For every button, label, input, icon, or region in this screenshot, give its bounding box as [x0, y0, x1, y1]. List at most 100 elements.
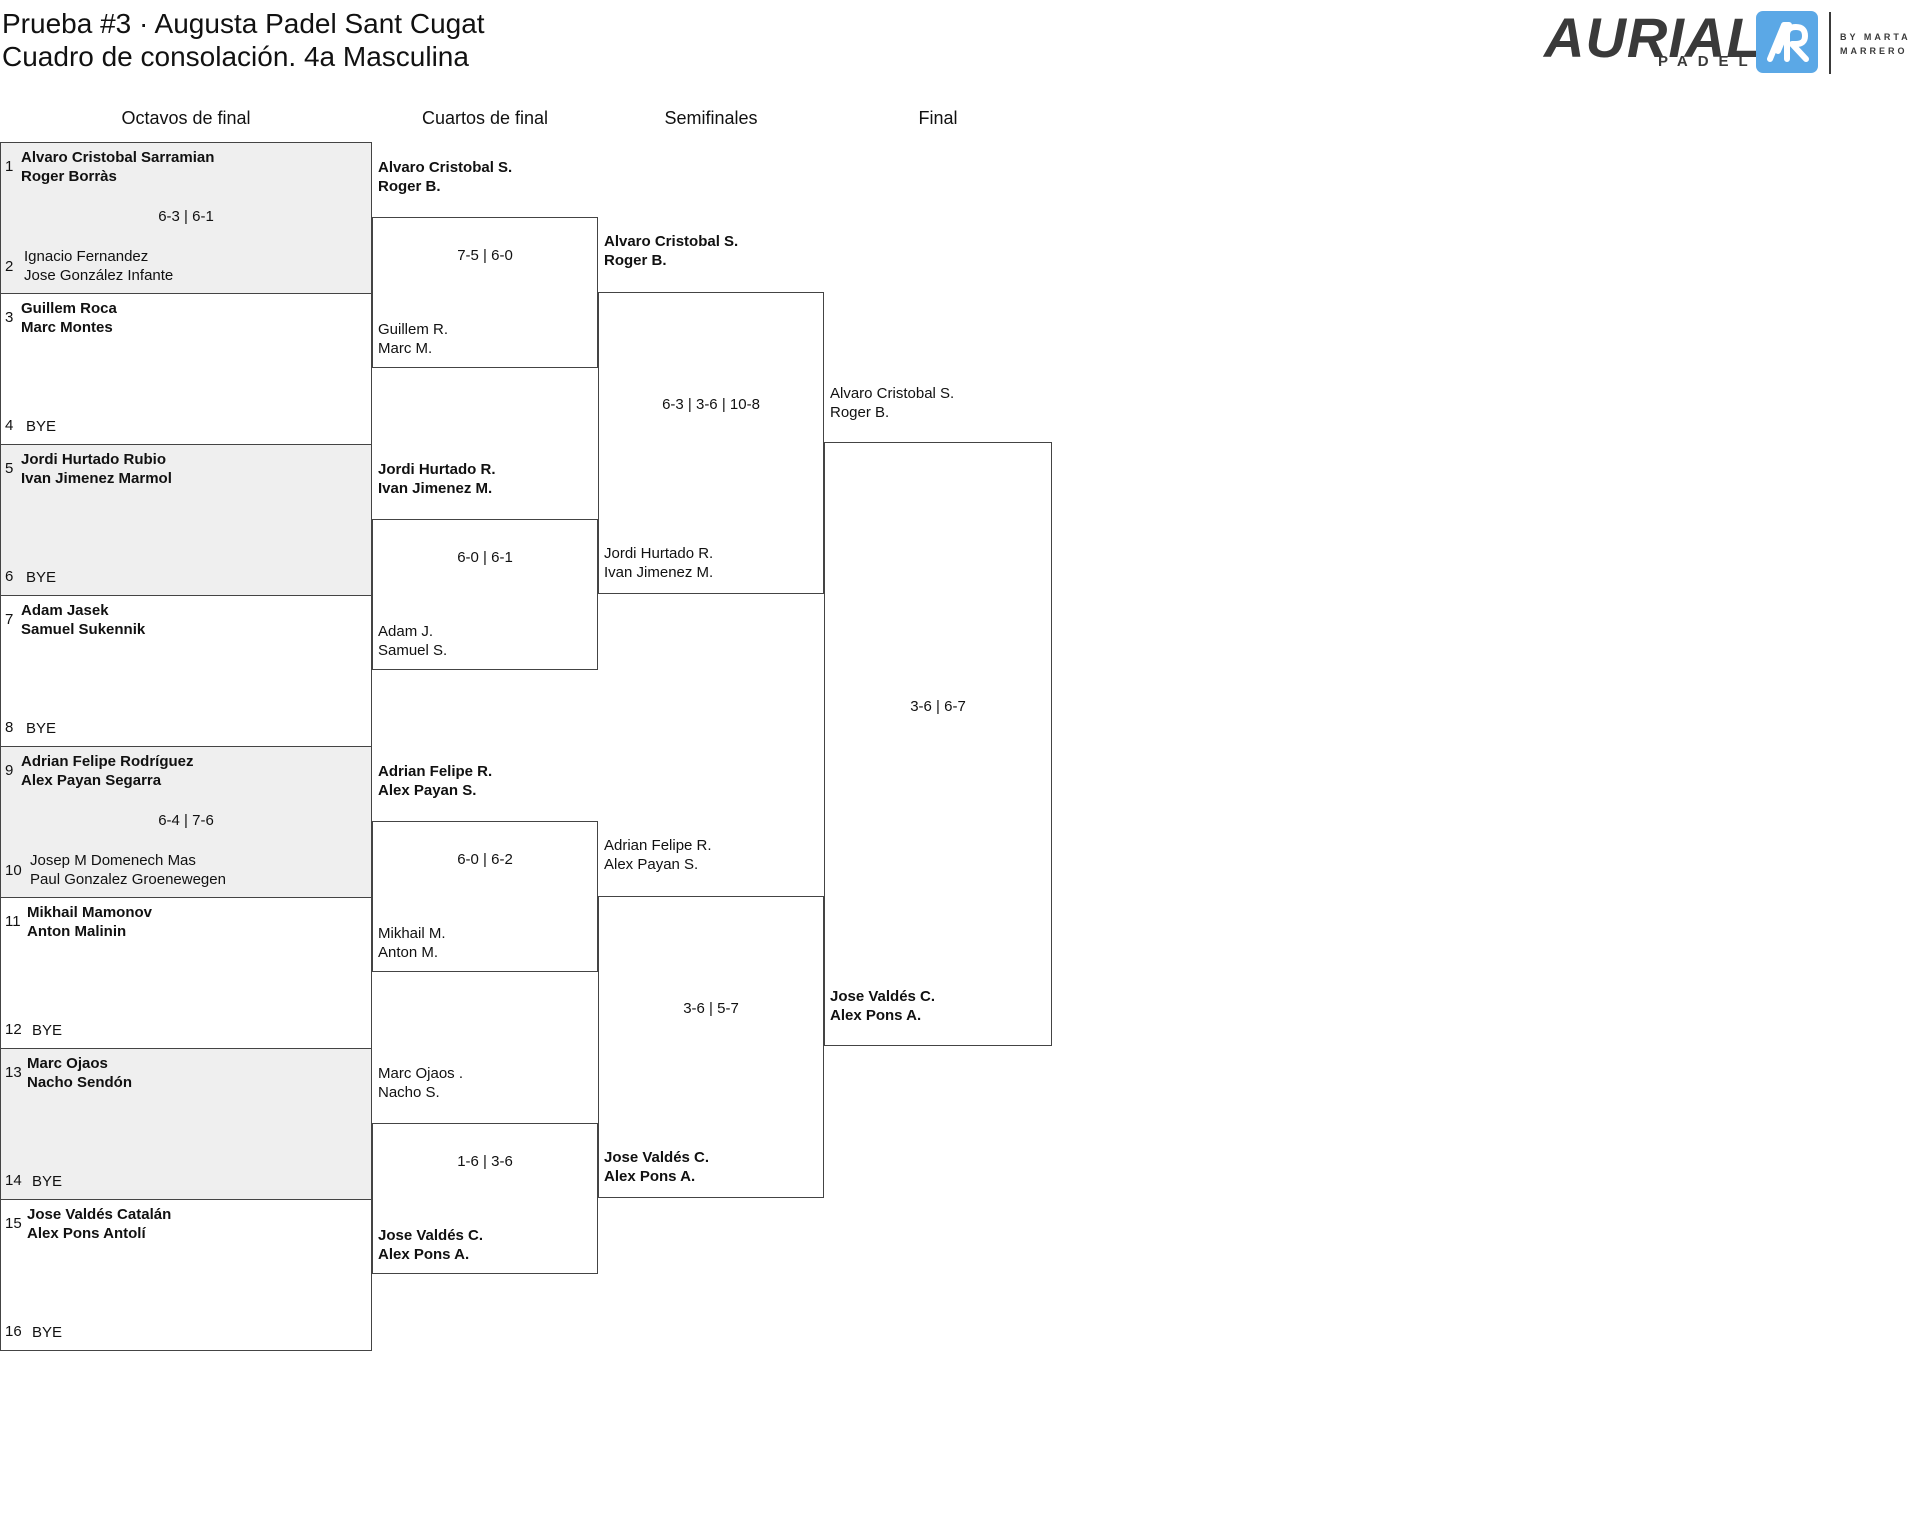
- player-name: Jose Valdés C.: [378, 1227, 484, 1244]
- player-name: Alex Pons A.: [830, 1007, 922, 1024]
- seed-number: 7: [5, 611, 14, 628]
- pair-a: Adrian Felipe R. Alex Payan S.: [604, 836, 712, 874]
- player-name: Anton Malinin: [27, 923, 127, 940]
- seed-number: 3: [5, 309, 14, 326]
- round-header-qf: Cuartos de final: [421, 108, 549, 128]
- player-name: Marc M.: [378, 340, 433, 357]
- player-name: Marc Ojaos: [27, 1055, 108, 1072]
- match-box-sf: [598, 896, 824, 1198]
- player-name: Roger B.: [378, 178, 441, 195]
- player-name: Roger B.: [604, 252, 667, 269]
- player-name: Jordi Hurtado Rubio: [21, 451, 166, 468]
- match-score: 3-6 | 5-7: [683, 1000, 739, 1017]
- match-score: 6-4 | 7-6: [158, 812, 214, 829]
- player-name: Marc Montes: [21, 319, 113, 336]
- seed-number: 9: [5, 762, 14, 779]
- match-box-r16: [0, 746, 372, 898]
- pair-b: Mikhail M. Anton M.: [378, 924, 446, 962]
- pair-b: Jordi Hurtado R.Ivan Jimenez M.: [604, 544, 713, 582]
- match-score: 3-6 | 6-7: [910, 698, 966, 715]
- player-name: Ivan Jimenez M.: [378, 480, 493, 497]
- seed-number: 14: [5, 1172, 22, 1189]
- pair-a: Jordi Hurtado R. Ivan Jimenez M.: [378, 460, 496, 498]
- round-header-final: Final: [918, 108, 958, 128]
- player-name: Alex Pons A.: [604, 1168, 696, 1185]
- player-name: Alex Payan S.: [604, 856, 699, 873]
- pair-a: Alvaro Cristobal S.Roger B.: [604, 232, 738, 270]
- pair-b: Adam J.Samuel S.: [378, 622, 447, 660]
- page-title: Prueba #3 · Augusta Padel Sant Cugat: [2, 8, 485, 39]
- match-box-r16: [0, 142, 372, 294]
- player-name: Jose González Infante: [24, 267, 174, 284]
- logo-by-text: BY MARTA MARRERO: [1840, 30, 1920, 58]
- bye-label: BYE: [26, 569, 57, 586]
- player-name: Alvaro Cristobal S.: [378, 159, 513, 176]
- player-name: Josep M Domenech Mas: [30, 852, 196, 869]
- player-name: Anton M.: [378, 944, 439, 961]
- logo-padel-text: PADEL: [1658, 53, 1758, 70]
- seed-number: 15: [5, 1215, 22, 1232]
- match-score: 6-3 | 3-6 | 10-8: [662, 396, 760, 413]
- player-name: Nacho S.: [378, 1084, 440, 1101]
- player-name: Adrian Felipe R.: [378, 763, 493, 780]
- match-box-final: [824, 442, 1052, 1046]
- seed-number: 16: [5, 1323, 22, 1340]
- seed-number: 6: [5, 568, 14, 585]
- bye-label: BYE: [32, 1324, 63, 1341]
- player-name: Paul Gonzalez Groenewegen: [30, 871, 226, 888]
- aurial-padel-logo: AURIAL PADEL BY MARTA MARRERO: [1540, 8, 1920, 76]
- player-name: Roger B.: [830, 404, 890, 421]
- player-name: Adam Jasek: [21, 602, 109, 619]
- player-name: Alvaro Cristobal S.: [830, 385, 955, 402]
- match-box-qf: [372, 1123, 598, 1274]
- player-name: Nacho Sendón: [27, 1074, 133, 1091]
- seed-number: 10: [5, 862, 22, 879]
- player-name: Ivan Jimenez Marmol: [21, 470, 172, 487]
- match-score: 1-6 | 3-6: [457, 1153, 513, 1170]
- player-name: Mikhail M.: [378, 925, 446, 942]
- player-name: Mikhail Mamonov: [27, 904, 153, 921]
- match-box-qf: [372, 519, 598, 670]
- seed-number: 5: [5, 460, 14, 477]
- logo-divider: [1829, 12, 1831, 74]
- player-name: Adrian Felipe R.: [604, 837, 712, 854]
- match-score: 6-3 | 6-1: [158, 208, 214, 225]
- player-name: Jose Valdés Catalán: [27, 1206, 172, 1223]
- pair-b: Jose Valdés C. Alex Pons A.: [830, 987, 935, 1025]
- match-score: 7-5 | 6-0: [457, 247, 513, 264]
- player-name: Jose Valdés C.: [604, 1149, 710, 1166]
- logo-by-line1: BY MARTA: [1840, 32, 1911, 42]
- player-name: Ignacio Fernandez: [24, 248, 149, 265]
- round-header-sf: Semifinales: [664, 108, 758, 128]
- pair-b: Guillem R. Marc M.: [378, 320, 448, 358]
- player-name: Alex Pons A.: [378, 1246, 470, 1263]
- player-name: Jordi Hurtado R.: [604, 545, 714, 562]
- match-box-r16: [0, 1199, 372, 1351]
- seed-number: 13: [5, 1064, 22, 1081]
- player-name: Guillem R.: [378, 321, 449, 338]
- player-name: Alvaro Cristobal Sarramian: [21, 149, 215, 166]
- match-box-r16: [0, 444, 372, 596]
- player-name: Guillem Roca: [21, 300, 117, 317]
- seed-number: 8: [5, 719, 14, 736]
- seed-number: 11: [5, 913, 21, 930]
- player-name: Adrian Felipe Rodríguez: [21, 753, 194, 770]
- match-score: 6-0 | 6-1: [457, 549, 513, 566]
- logo-by-line2: MARRERO: [1840, 46, 1908, 56]
- player-name: Marc Ojaos .: [378, 1065, 464, 1082]
- player-name: Jordi Hurtado R.: [378, 461, 496, 478]
- player-name: Jose Valdés C.: [830, 988, 936, 1005]
- seed-number: 2: [5, 258, 14, 275]
- pair-a: Alvaro Cristobal S. Roger B.: [378, 158, 512, 196]
- seed-number: 1: [5, 158, 14, 175]
- player-name: Alex Pons Antolí: [27, 1225, 146, 1242]
- pair-a: Marc Ojaos . Nacho S.: [378, 1064, 463, 1102]
